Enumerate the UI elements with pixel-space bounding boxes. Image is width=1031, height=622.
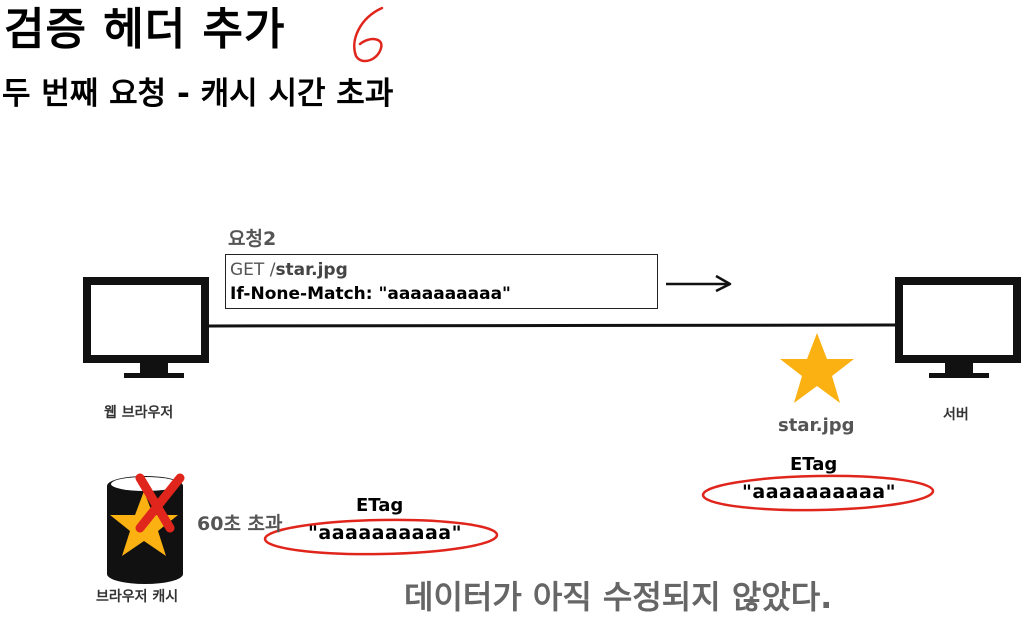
request-path: star.jpg <box>275 260 348 280</box>
request-label: 요청2 <box>228 228 277 250</box>
cache-etag-value: "aaaaaaaaaa" <box>308 522 463 544</box>
server-star-icon <box>780 333 854 403</box>
title-number-glyph <box>353 6 384 63</box>
cache-expired-text: 60초 초과 <box>197 513 283 535</box>
cross-mark-icon <box>135 473 185 533</box>
cache-label: 브라우저 캐시 <box>96 589 179 605</box>
request-line: GET /star.jpg <box>230 258 653 282</box>
server-etag-value: "aaaaaaaaaa" <box>742 481 897 503</box>
request-method: GET / <box>230 260 276 280</box>
cache-etag-title: ETag <box>356 495 404 516</box>
cache-etag-ellipse <box>263 518 499 556</box>
page-subtitle: 두 번째 요청 - 캐시 시간 초과 <box>2 76 394 112</box>
network-line <box>208 323 896 328</box>
server-resource-label: star.jpg <box>778 415 855 436</box>
page-title: 검증 헤더 추가 <box>4 4 286 55</box>
request-box: GET /star.jpg If-None-Match: "aaaaaaaaaa… <box>225 254 658 309</box>
footer-message: 데이터가 아직 수정되지 않았다. <box>404 578 833 616</box>
client-monitor-icon <box>83 277 209 378</box>
server-etag-title: ETag <box>790 454 838 475</box>
request-header: If-None-Match: "aaaaaaaaaa" <box>230 284 511 304</box>
client-label: 웹 브라우저 <box>104 405 174 421</box>
server-etag-ellipse <box>701 474 935 512</box>
server-label: 서버 <box>943 407 969 423</box>
server-monitor-icon <box>895 277 1021 378</box>
arrow-right-icon <box>666 274 732 293</box>
